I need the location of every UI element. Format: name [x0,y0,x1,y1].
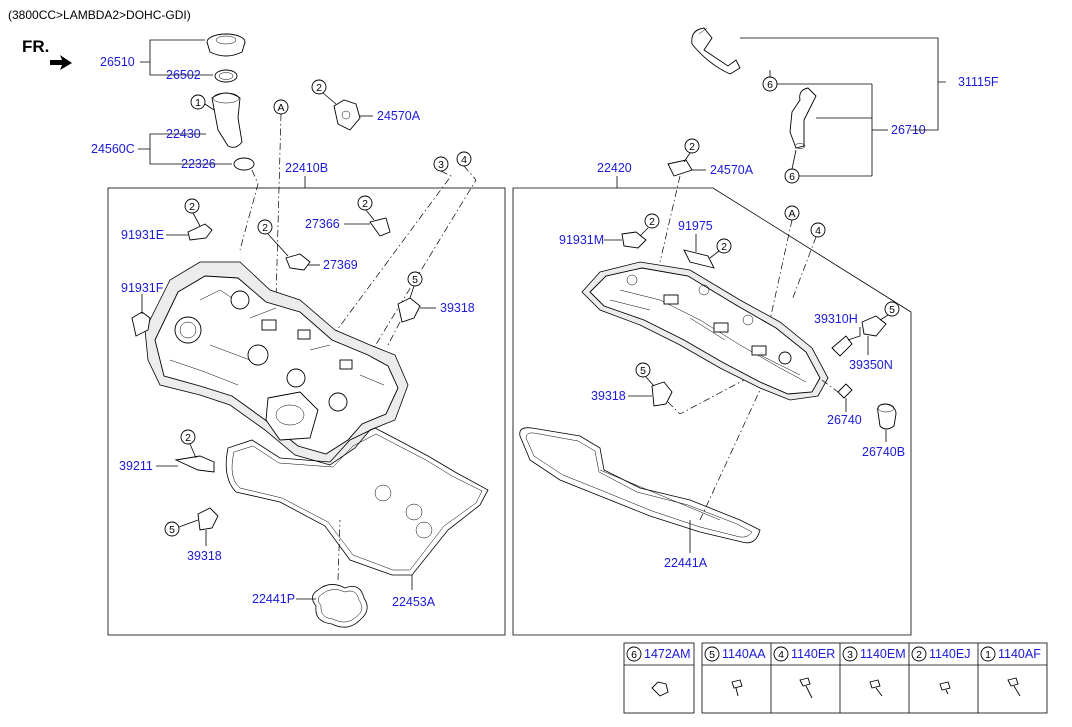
label-39318-bottom[interactable]: 39318 [187,549,222,563]
label-22410B[interactable]: 22410B [285,161,328,175]
sensor-39318-bottom[interactable] [197,507,219,531]
callout-4: 4 [461,154,467,166]
label-26740[interactable]: 26740 [827,413,862,427]
part-39350N[interactable] [861,315,887,337]
bolt-icon [869,679,883,697]
label-39211[interactable]: 39211 [119,459,153,473]
bolt-26740[interactable] [837,383,853,399]
svg-text:5: 5 [640,365,646,377]
callout-1: 1 [195,97,201,109]
label-39318-right[interactable]: 39318 [591,389,626,403]
label-91931E[interactable]: 91931E [121,228,164,242]
label-91931F[interactable]: 91931F [121,281,164,295]
left-cover-panel [107,187,506,636]
fastener-code-1472AM[interactable]: 1472AM [644,647,691,661]
clip-icon [651,681,669,697]
label-27369[interactable]: 27369 [323,258,358,272]
label-39310H[interactable]: 39310H [814,312,858,326]
fastener-key-6: 6 [631,649,637,661]
svg-text:6: 6 [789,171,795,183]
label-24560C[interactable]: 24560C [91,142,135,156]
front-arrow-icon [50,55,72,70]
fastener-table: 6 1472AM 5 1140AA 4 1140ER 3 1140EM 2 11… [623,642,1048,714]
bolt-icon [1007,677,1021,697]
callout-3: 3 [438,159,444,171]
label-22420[interactable]: 22420 [597,161,632,175]
svg-text:2: 2 [189,201,195,213]
pcv-hose-upper[interactable] [691,27,741,75]
bracket-91931E[interactable] [187,223,213,241]
bolt-icon [799,677,813,699]
callout-A-left: A [277,102,284,114]
fastener-key-5: 5 [709,649,715,661]
fastener-key-1: 1 [985,649,991,661]
fastener-code-1140EJ[interactable]: 1140EJ [929,647,970,661]
part-27366[interactable] [369,217,391,237]
svg-text:5: 5 [169,524,175,536]
svg-text:2: 2 [721,241,727,253]
label-27366[interactable]: 27366 [305,217,340,231]
callout-A-right: A [788,208,795,220]
label-26710[interactable]: 26710 [891,123,926,137]
label-24570A-right[interactable]: 24570A [710,163,754,177]
label-22453A[interactable]: 22453A [392,595,436,609]
part-27369[interactable] [285,253,311,271]
grommet-26740B[interactable] [877,403,897,430]
label-26510[interactable]: 26510 [100,55,135,69]
bracket-91975[interactable] [683,249,715,269]
svg-text:2: 2 [362,198,368,210]
pcv-hose-lower[interactable] [789,87,817,149]
svg-text:2: 2 [689,141,695,153]
sensor-39211[interactable] [174,455,215,473]
label-22441P[interactable]: 22441P [252,592,295,606]
spark-plug-tube-gasket[interactable] [312,584,368,628]
right-cover-gasket[interactable] [519,427,761,544]
svg-text:2: 2 [649,216,655,228]
svg-text:5: 5 [412,274,418,286]
right-valve-cover[interactable] [581,261,829,401]
svg-text:6: 6 [767,79,773,91]
fastener-code-1140AF[interactable]: 1140AF [998,647,1041,661]
filler-cap-gasket[interactable] [214,69,238,83]
fastener-code-1140EM[interactable]: 1140EM [860,647,906,661]
fastener-key-2: 2 [916,649,922,661]
direction-label: FR. [22,37,49,56]
label-91975[interactable]: 91975 [678,219,713,233]
label-26740B[interactable]: 26740B [862,445,905,459]
label-39318-top[interactable]: 39318 [440,301,475,315]
svg-text:2: 2 [185,432,191,444]
sensor-39318-right[interactable] [651,381,673,407]
fastener-key-3: 3 [847,649,853,661]
label-22430[interactable]: 22430 [166,127,201,141]
sensor-39310H[interactable] [831,335,853,357]
engine-header: (3800CC>LAMBDA2>DOHC-GDI) [8,8,191,22]
bolt-icon [731,679,743,697]
label-31115F[interactable]: 31115F [958,75,999,89]
fastener-code-1140AA[interactable]: 1140AA [722,647,766,661]
pcv-plate-right[interactable] [667,159,693,177]
fastener-key-4: 4 [778,649,784,661]
sensor-39318-top[interactable] [397,297,421,323]
svg-text:5: 5 [889,304,895,316]
right-cover-panel [512,187,912,636]
bracket-91931M[interactable] [621,231,647,249]
bolt-icon [939,681,951,695]
label-91931M[interactable]: 91931M [559,233,604,247]
filler-tube-oring[interactable] [233,157,255,171]
label-22326[interactable]: 22326 [181,157,216,171]
pcv-plate-left[interactable] [333,99,361,131]
fastener-code-1140ER[interactable]: 1140ER [791,647,835,661]
svg-text:4: 4 [815,225,821,237]
left-valve-cover[interactable] [144,261,409,466]
label-39350N[interactable]: 39350N [849,358,893,372]
label-24570A-left[interactable]: 24570A [377,109,421,123]
bracket-91931F[interactable] [131,311,151,337]
callout-2: 2 [316,82,322,94]
label-26502[interactable]: 26502 [166,68,201,82]
svg-text:2: 2 [262,222,268,234]
label-22441A[interactable]: 22441A [664,556,708,570]
left-cover-gasket[interactable] [225,427,489,576]
